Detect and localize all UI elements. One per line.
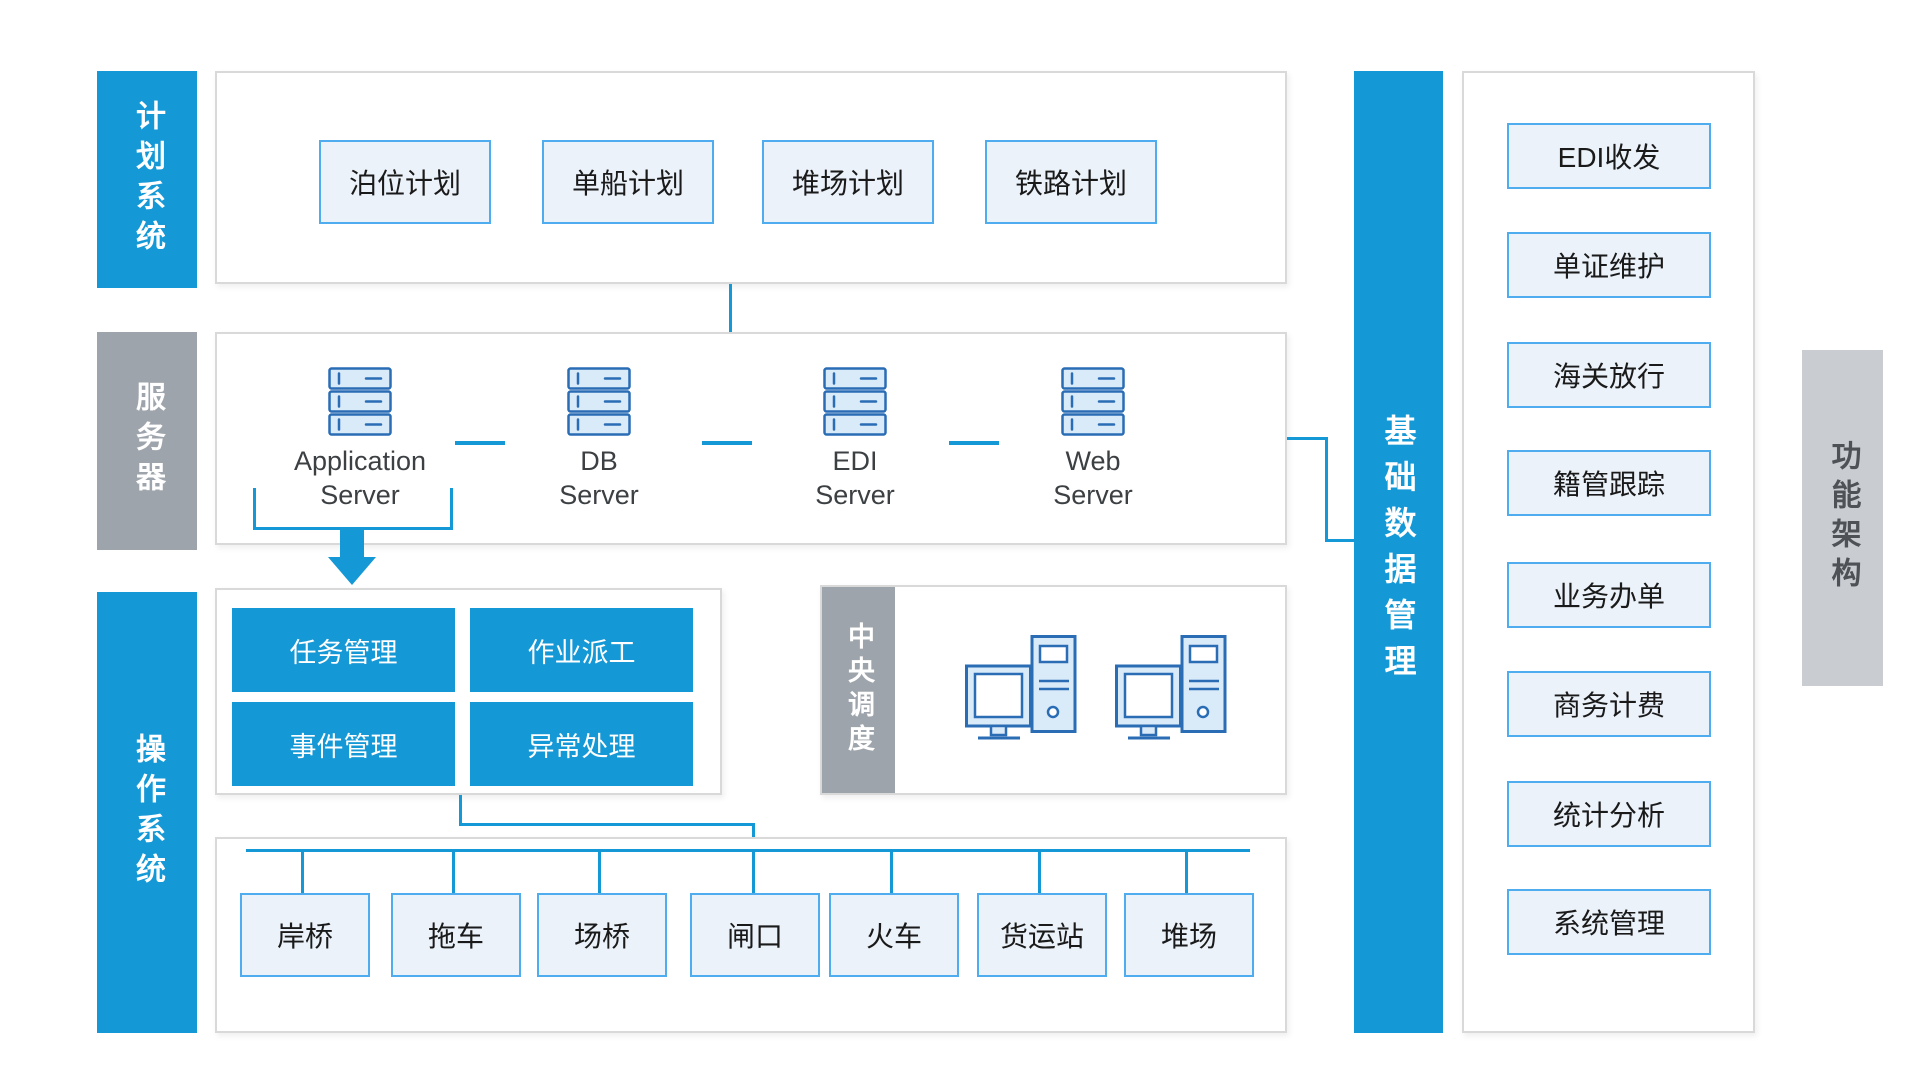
central-dispatch-bar: 中央调度: [822, 587, 895, 793]
server-link-dash: [702, 441, 752, 445]
equipment-panel: 岸桥 拖车 场桥 闸口 火车 货运站 堆场: [215, 837, 1287, 1033]
ops-buttons-panel: 任务管理 作业派工 事件管理 异常处理: [215, 588, 722, 795]
plan-item-berth: 泊位计划: [319, 140, 491, 224]
drop-line: [752, 851, 755, 893]
bus-line: [246, 849, 1250, 852]
task-management-button: 任务管理: [232, 608, 455, 692]
equipment-freight-station: 货运站: [977, 893, 1107, 977]
equipment-quay-crane: 岸桥: [240, 893, 370, 977]
function-customs-release: 海关放行: [1507, 342, 1711, 408]
function-registry-tracking: 籍管跟踪: [1507, 450, 1711, 516]
function-architecture-label: 功能架构: [1826, 440, 1860, 596]
server-rack-icon: [823, 367, 887, 436]
event-management-button: 事件管理: [232, 702, 455, 786]
plan-system-bar: 计划系统: [97, 71, 197, 288]
server-rack-icon: [328, 367, 392, 436]
plan-panel: 泊位计划 单船计划 堆场计划 铁路计划: [215, 71, 1287, 284]
equipment-yard: 堆场: [1124, 893, 1254, 977]
connector-server-to-basedata: [1325, 437, 1328, 542]
drop-line: [890, 851, 893, 893]
workstation-icon: [1115, 635, 1227, 740]
central-dispatch-label: 中央调度: [844, 622, 874, 758]
plan-item-vessel: 单船计划: [542, 140, 714, 224]
function-edi-exchange: EDI收发: [1507, 123, 1711, 189]
equipment-yard-crane: 场桥: [537, 893, 667, 977]
connector-ops-to-bus: [459, 823, 755, 826]
server-rack-icon: [1061, 367, 1125, 436]
functions-panel: EDI收发 单证维护 海关放行 籍管跟踪 业务办单 商务计费 统计分析 系统管理: [1462, 71, 1755, 1033]
operation-system-bar: 操作系统: [97, 592, 197, 1033]
function-business-orders: 业务办单: [1507, 562, 1711, 628]
function-statistics-analysis: 统计分析: [1507, 781, 1711, 847]
plan-item-rail: 铁路计划: [985, 140, 1157, 224]
drop-line: [452, 851, 455, 893]
down-arrow-icon: [328, 557, 376, 585]
equipment-truck: 拖车: [391, 893, 521, 977]
server-link-dash: [949, 441, 999, 445]
base-data-management-bar: 基础数据管理: [1354, 71, 1443, 1033]
server-bar: 服务器: [97, 332, 197, 550]
exception-handling-button: 异常处理: [470, 702, 693, 786]
down-arrow-shaft: [340, 528, 364, 559]
app-server-bracket: [253, 488, 256, 530]
equipment-train: 火车: [829, 893, 959, 977]
drop-line: [598, 851, 601, 893]
base-data-management-label: 基础数据管理: [1380, 414, 1417, 690]
connector-server-to-basedata: [1287, 437, 1328, 440]
connector-server-to-basedata: [1325, 539, 1354, 542]
server-link-dash: [455, 441, 505, 445]
plan-system-label: 计划系统: [131, 99, 164, 260]
server-rack-icon: [567, 367, 631, 436]
function-commercial-billing: 商务计费: [1507, 671, 1711, 737]
server-bar-label: 服务器: [131, 381, 164, 501]
function-system-management: 系统管理: [1507, 889, 1711, 955]
connector-ops-to-bus: [459, 795, 462, 826]
job-dispatch-button: 作业派工: [470, 608, 693, 692]
drop-line: [1185, 851, 1188, 893]
drop-line: [1038, 851, 1041, 893]
central-dispatch-panel: 中央调度: [820, 585, 1287, 795]
app-server-bracket: [450, 488, 453, 530]
function-architecture-bar: 功能架构: [1802, 350, 1883, 686]
function-doc-maintenance: 单证维护: [1507, 232, 1711, 298]
equipment-gate: 闸口: [690, 893, 820, 977]
plan-item-yard: 堆场计划: [762, 140, 934, 224]
connector-plan-to-server: [729, 284, 732, 332]
operation-system-label: 操作系统: [131, 732, 164, 893]
drop-line: [301, 851, 304, 893]
workstation-icon: [965, 635, 1077, 740]
